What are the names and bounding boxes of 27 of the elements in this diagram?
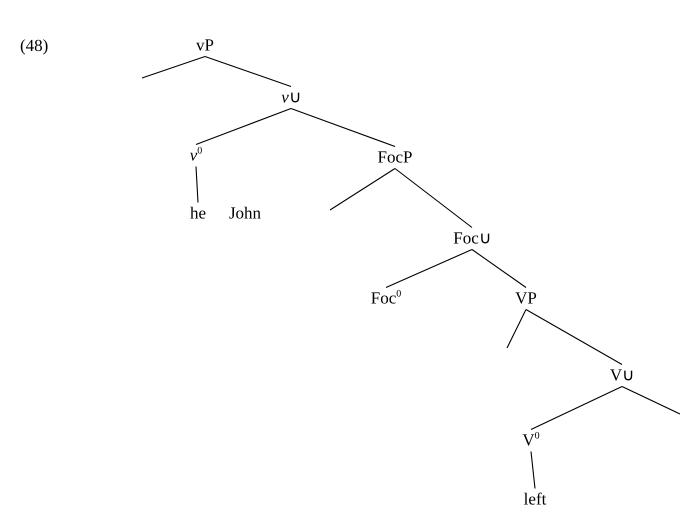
tree-node-label: left (524, 490, 546, 508)
example-number: (48) (20, 36, 48, 56)
tree-branch (530, 451, 536, 489)
tree-node-label: Foc∪ (453, 230, 491, 246)
tree-branch (204, 56, 292, 88)
tree-node-label: FocP (378, 148, 412, 166)
tree-node-label: he (190, 204, 206, 222)
tree-node-label: vP (196, 36, 214, 54)
tree-node-label: V$^{0}$ (522, 432, 540, 448)
tree-branch (530, 386, 622, 430)
tree-branch (330, 168, 396, 210)
tree-branch (195, 166, 199, 203)
tree-branch (196, 108, 292, 146)
tree-node-label: v∪ (281, 88, 301, 106)
tree-branch (290, 108, 396, 148)
tree-node-label: Foc$^{0}$ (370, 290, 402, 306)
tree-branch (386, 249, 472, 288)
tree-branch (142, 56, 206, 79)
tree-branch (506, 309, 526, 348)
tree-node-label: John (228, 204, 262, 222)
tree-branch (622, 386, 680, 414)
tree-branch (394, 168, 472, 228)
tree-node-label: v$^{0}$ (190, 146, 202, 164)
tree-node-label: V∪ (610, 366, 634, 384)
tree-node-label: VP (515, 290, 537, 306)
tree-branch (472, 249, 526, 288)
tree-branch (526, 309, 622, 365)
